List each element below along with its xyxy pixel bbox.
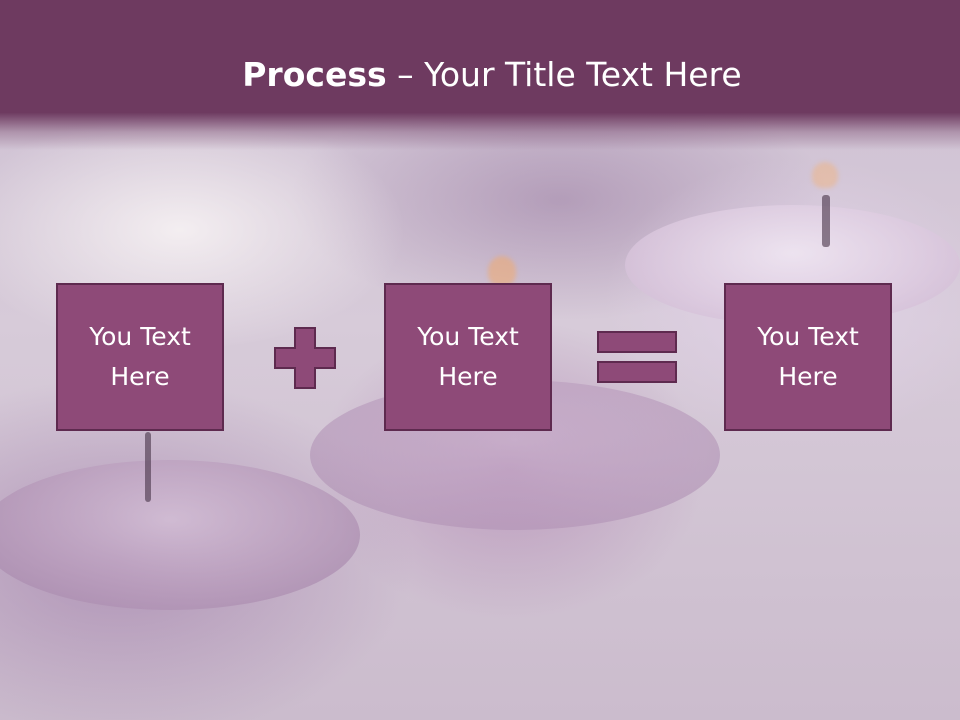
candle-flame [812, 162, 838, 188]
background-candle [0, 460, 360, 610]
slide-title[interactable]: Process – Your Title Text Here [0, 52, 960, 98]
plus-icon [274, 327, 336, 389]
title-bar: Process – Your Title Text Here [0, 0, 960, 150]
equals-icon [597, 331, 677, 383]
slide-title-rest: – Your Title Text Here [386, 55, 742, 94]
process-box-1[interactable]: You Text Here [56, 283, 224, 431]
process-box-label: You Text Here [417, 322, 519, 391]
process-box-3[interactable]: You Text Here [724, 283, 892, 431]
process-box-2[interactable]: You Text Here [384, 283, 552, 431]
candle-wick [822, 195, 830, 247]
process-box-label: You Text Here [89, 322, 191, 391]
process-box-label: You Text Here [757, 322, 859, 391]
slide-title-bold: Process [242, 55, 387, 94]
candle-flame [488, 256, 516, 286]
candle-wick [145, 432, 151, 502]
